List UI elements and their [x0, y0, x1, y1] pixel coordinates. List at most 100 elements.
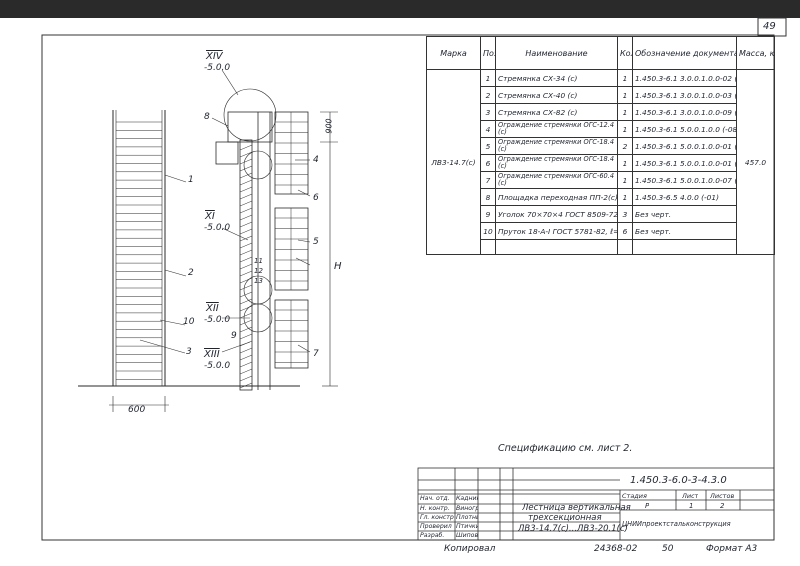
spec-cell-doc: Без черт. [632, 205, 737, 223]
spec-cell-name: Ограждение стремянки ОГС-18.4 (с) [495, 137, 618, 155]
spec-cell-name: Ограждение стремянки ОГС-12.4 (с) [495, 120, 618, 138]
role-name: Плотников [456, 514, 478, 521]
spec-cell-doc: 1.450.3-6.1 3.0.0.1.0.0-02 (-12) [632, 69, 737, 87]
document-code: 1.450.3-6.0-3-4.3.0 [630, 475, 727, 486]
pos-7: 7 [313, 349, 319, 359]
role-label: Гл. конструктор [420, 514, 454, 521]
sheet-frame [41, 34, 775, 541]
spec-cell-qty: 1 [617, 120, 633, 138]
spec-cell-empty [480, 239, 496, 255]
spec-cell-name: Площадка переходная ПП-2(с) [495, 188, 618, 206]
spec-cell-qty: 6 [617, 222, 633, 240]
level-xiii: -5.0.0 [204, 361, 231, 371]
stage-value: Р [645, 502, 650, 510]
sheets-label: Листов [710, 492, 735, 500]
pos-3: 3 [186, 347, 192, 357]
sheets-value: 2 [720, 502, 725, 510]
spec-cell-empty [632, 239, 737, 255]
spec-cell-name: Ограждение стремянки ОГС-60.4 (с) [495, 171, 618, 189]
sheet-value: 1 [689, 502, 694, 510]
specification-table: Марка Поз. Наименование Кол. Обозначение… [426, 36, 775, 255]
footer-number: 50 [662, 544, 674, 554]
level-xiv: -5.0.0 [204, 63, 231, 73]
spec-cell-qty: 3 [617, 205, 633, 223]
header-mass: Масса, кг [736, 36, 775, 70]
spec-cell-doc: 1.450.3-6.1 3.0.0.1.0.0-03 (-13) [632, 86, 737, 104]
level-xii: -5.0.0 [204, 315, 231, 325]
title-line-1: Лестница вертикальная [522, 503, 631, 513]
callout-xiv: XIV [206, 51, 223, 62]
spec-cell-pos: 7 [480, 171, 496, 189]
spec-cell-doc: 1.450.3-6.1 5.0.0.1.0.0-01 (-09) [632, 137, 737, 155]
spec-cell-qty: 1 [617, 103, 633, 121]
title-line-2: трехсекционная [528, 513, 602, 523]
spec-cell-pos: 6 [480, 154, 496, 172]
spec-cell-pos: 9 [480, 205, 496, 223]
header-name: Наименование [495, 36, 618, 70]
organization: ЦНИИпроектстальконструкция [622, 520, 731, 528]
leader-lines-right [211, 69, 311, 353]
pos-6: 6 [313, 193, 319, 203]
dimension-h: H [334, 261, 342, 272]
role-label: Разраб. [420, 532, 445, 539]
spec-cell-pos: 1 [480, 69, 496, 87]
spec-cell-pos: 10 [480, 222, 496, 240]
spec-cell-pos: 4 [480, 120, 496, 138]
spec-cell-qty: 1 [617, 69, 633, 87]
pos-10: 10 [183, 317, 195, 327]
level-xi: -5.0.0 [204, 223, 231, 233]
spec-cell-pos: 5 [480, 137, 496, 155]
spec-cell-pos: 8 [480, 188, 496, 206]
callout-xii: XII [206, 303, 219, 314]
header-doc: Обозначение документа [632, 36, 737, 70]
spec-cell-pos: 2 [480, 86, 496, 104]
pos-13: 13 [254, 277, 263, 285]
spec-cell-qty: 1 [617, 86, 633, 104]
spec-cell-name: Пруток 18-А-I ГОСТ 5781-82, ℓ=570 [495, 222, 618, 240]
role-label: Проверил [420, 523, 452, 530]
dimension-top: 900 [324, 118, 334, 134]
spec-cell-name: Стремянка СХ-34 (с) [495, 69, 618, 87]
spec-cell-qty: 1 [617, 188, 633, 206]
spec-cell-qty: 1 [617, 154, 633, 172]
sheet-number: 49 [763, 21, 776, 32]
title-line-3: ЛВ3-14.7(с)...ЛВ3-20.1(с) [518, 524, 628, 534]
role-name: Шипова [456, 532, 478, 539]
spec-cell-doc: 1.450.3-6.1 5.0.0.1.0.0-01 (-09) [632, 154, 737, 172]
pos-2: 2 [188, 268, 194, 278]
header-pos: Поз. [480, 36, 496, 70]
spec-cell-doc: 1.450.3-6.5 4.0.0 (-01) [632, 188, 737, 206]
stage-label: Стадия [622, 492, 647, 500]
spec-mark: ЛВ3-14.7(с) [426, 69, 481, 255]
spec-cell-doc: Без черт. [632, 222, 737, 240]
callout-xiii: XIII [204, 349, 220, 360]
spec-cell-qty: 1 [617, 171, 633, 189]
header-qty: Кол. [617, 36, 633, 70]
callout-xi: XI [205, 211, 215, 222]
pos-4: 4 [313, 155, 319, 165]
spec-cell-name: Стремянка СХ-40 (с) [495, 86, 618, 104]
dimension-width: 600 [128, 405, 146, 415]
spec-cell-pos: 3 [480, 103, 496, 121]
title-block-frame [417, 467, 775, 541]
pos-11: 11 [254, 257, 263, 265]
role-name: Кадников [456, 495, 478, 502]
spec-note: Спецификацию см. лист 2. [498, 443, 633, 454]
spec-header-row: Марка Поз. Наименование Кол. Обозначение… [426, 36, 775, 70]
spec-mass: 457.0 [736, 69, 775, 255]
spec-cell-qty: 2 [617, 137, 633, 155]
spec-cell-empty [495, 239, 618, 255]
spec-cell-empty [617, 239, 633, 255]
footer-copied: Копировал [444, 544, 496, 554]
role-name: Птичкин [456, 523, 478, 530]
leader-lines-left [139, 174, 187, 354]
window-top-bar [0, 0, 800, 18]
